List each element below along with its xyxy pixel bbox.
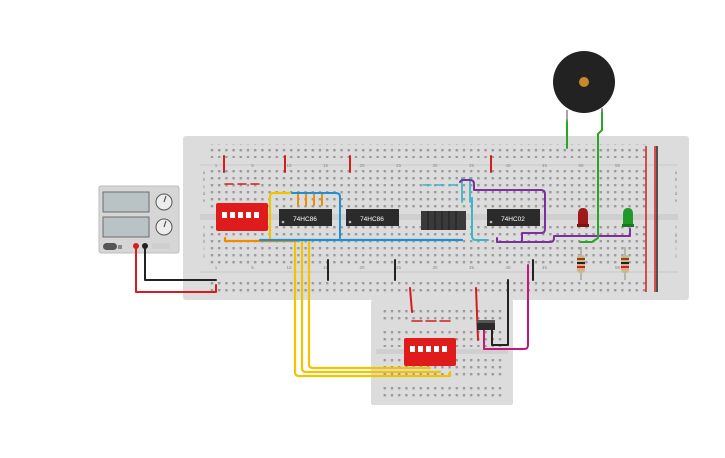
- column-number-25-top: 25: [396, 163, 402, 168]
- negative-terminal[interactable]: [142, 243, 148, 249]
- row-letter-b-right: b: [675, 177, 678, 182]
- row-letter-c-left: c: [203, 184, 206, 189]
- power-supply[interactable]: [98, 185, 180, 254]
- column-number-15-top: 15: [323, 163, 329, 168]
- row-letter-d-left: d: [203, 191, 206, 196]
- dip-switch-secondary[interactable]: [404, 338, 456, 366]
- column-number-1-top: 1: [215, 163, 218, 168]
- column-numbers: 1155101015152020252530303535404045455050…: [215, 163, 621, 270]
- row-letter-j-left: j: [203, 253, 205, 258]
- row-letter-d-right: d: [675, 191, 678, 196]
- column-number-35-top: 35: [469, 163, 475, 168]
- row-letter-f-left: f: [203, 225, 205, 230]
- transistor[interactable]: [477, 320, 495, 330]
- column-number-15-bottom: 15: [323, 265, 329, 270]
- chip-u1-label: 74HC86: [293, 216, 317, 223]
- led-green[interactable]: [622, 208, 634, 227]
- column-number-55-bottom: 55: [615, 265, 621, 270]
- column-number-20-top: 20: [359, 163, 365, 168]
- chip-u2[interactable]: 74HC86: [346, 209, 399, 226]
- chip-u3[interactable]: 74HC02: [487, 209, 540, 226]
- column-number-35-bottom: 35: [469, 265, 475, 270]
- row-letter-g-right: g: [675, 232, 678, 237]
- chip-u3-label: 74HC02: [501, 216, 525, 223]
- row-letter-e-right: e: [675, 198, 678, 203]
- wires[interactable]: [135, 109, 631, 378]
- column-number-5-bottom: 5: [251, 265, 254, 270]
- column-number-10-bottom: 10: [286, 265, 292, 270]
- row-letter-a-left: a: [203, 170, 206, 175]
- column-number-20-bottom: 20: [359, 265, 365, 270]
- row-letter-g-left: g: [203, 232, 206, 237]
- row-letter-i-left: i: [204, 246, 205, 251]
- column-number-1-bottom: 1: [215, 265, 218, 270]
- column-number-30-top: 30: [432, 163, 438, 168]
- row-letter-a-right: a: [675, 170, 678, 175]
- positive-terminal[interactable]: [133, 243, 139, 249]
- chip-u2-label: 74HC86: [360, 216, 384, 223]
- row-letter-e-left: e: [203, 198, 206, 203]
- row-letter-h-right: h: [675, 239, 678, 244]
- column-number-10-top: 10: [286, 163, 292, 168]
- row-letter-b-left: b: [203, 177, 206, 182]
- row-letter-j-right: j: [675, 253, 677, 258]
- column-number-30-bottom: 30: [432, 265, 438, 270]
- resistor-1[interactable]: [577, 247, 585, 280]
- dip-switch-main[interactable]: [216, 203, 268, 231]
- column-number-50-top: 50: [578, 163, 584, 168]
- row-letter-h-left: h: [203, 239, 206, 244]
- column-number-55-top: 55: [615, 163, 621, 168]
- led-red[interactable]: [577, 208, 589, 227]
- chip-u1[interactable]: 74HC86: [279, 209, 332, 226]
- row-letter-f-right: f: [675, 225, 677, 230]
- column-number-40-bottom: 40: [505, 265, 511, 270]
- piezo-buzzer-icon[interactable]: [553, 51, 615, 122]
- column-number-5-top: 5: [251, 163, 254, 168]
- column-number-45-bottom: 45: [542, 265, 548, 270]
- row-letter-c-right: c: [675, 184, 678, 189]
- column-number-45-top: 45: [542, 163, 548, 168]
- column-number-25-bottom: 25: [396, 265, 402, 270]
- power-switch[interactable]: [103, 243, 117, 250]
- resistor-network[interactable]: [421, 211, 466, 230]
- row-letter-i-right: i: [676, 246, 677, 251]
- resistor-2[interactable]: [621, 247, 629, 280]
- column-number-40-top: 40: [505, 163, 511, 168]
